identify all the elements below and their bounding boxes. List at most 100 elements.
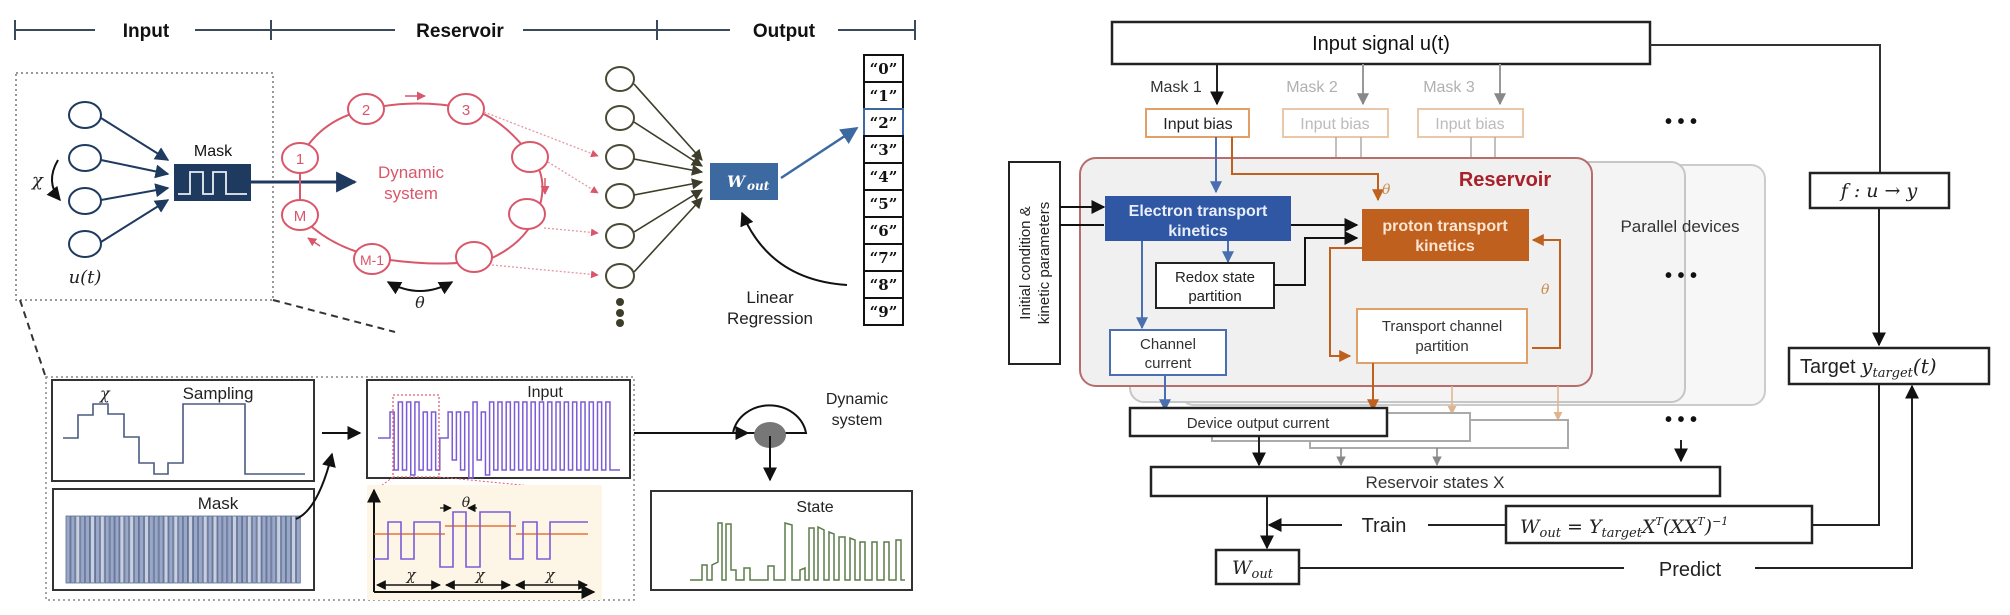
mask-bar-pattern: [65, 515, 301, 584]
readout-to-wout-links: [633, 83, 704, 273]
readout-nodes: [605, 66, 635, 327]
theta-label-top: θ: [1382, 182, 1391, 198]
dynamic-system-detail-1: Dynamic: [826, 391, 888, 408]
ellipsis-dot: [616, 298, 624, 306]
state-panel: [650, 490, 913, 591]
reservoir-title: Reservoir: [1459, 169, 1551, 191]
reservoir-node-2: 2: [347, 93, 385, 125]
ellipsis-dot: [616, 319, 624, 327]
zoom-guide-right: [272, 299, 396, 333]
mask-bar: [65, 515, 71, 584]
class-cell: “8”: [863, 270, 904, 299]
detail-frame: [45, 376, 635, 601]
mask-bar: [104, 515, 110, 584]
mask-bar: [251, 515, 257, 584]
electron-transport-box: [1105, 196, 1291, 241]
bottom-ellipsis: • • •: [1665, 409, 1697, 431]
channel-current-box: [1109, 329, 1227, 376]
svg-text:Electron transport: Electron transport: [1129, 203, 1268, 220]
dynamic-loop-arc: [731, 404, 808, 434]
mask-bar: [276, 515, 282, 584]
mask-bar: [227, 515, 233, 584]
input-frame: [15, 72, 274, 301]
wout-to-class-arrow: [780, 126, 859, 180]
class-label: “3”: [870, 141, 898, 159]
mask-bar: [90, 515, 95, 584]
mask-bar: [85, 515, 90, 584]
svg-text:Transport channel: Transport channel: [1382, 318, 1502, 335]
input-trace: [378, 401, 620, 479]
left-diagram: Input Reservoir Output χ u(t): [14, 20, 916, 601]
reservoir-node-1: 1: [281, 142, 319, 174]
reservoir-node-m: M: [281, 199, 319, 231]
mask-1-label: Mask 1: [1150, 79, 1202, 96]
svg-text:3: 3: [462, 102, 470, 119]
mask-bar: [95, 515, 100, 584]
top-ellipsis: • • •: [1665, 111, 1697, 133]
reservoir-readout-links: [483, 111, 599, 279]
svg-text:M: M: [294, 208, 307, 225]
mask-bar: [281, 515, 287, 584]
parallel-devices-label: Parallel devices: [1620, 217, 1739, 236]
mask-bar: [143, 515, 149, 584]
timeline-chi-2: χ: [474, 566, 485, 584]
mask-bar: [158, 515, 164, 584]
linear-regression-label-1: Linear: [746, 288, 794, 307]
linear-regression-arrow: [740, 211, 848, 286]
class-label: “1”: [870, 87, 898, 105]
reservoir-ring: 1 2 3 M-1 M: [281, 91, 550, 275]
mask-bar: [212, 515, 218, 584]
svg-text:Device output current: Device output current: [1187, 415, 1330, 432]
mask-bar: [261, 515, 267, 584]
mask-square-wave-icon: [178, 171, 247, 195]
class-cell: “7”: [863, 243, 904, 272]
mask-bar: [153, 515, 159, 584]
mask-bar: [207, 515, 213, 584]
w-out-result-label: Wout: [1232, 557, 1274, 582]
mask-bar: [99, 515, 105, 584]
zoom-guide-left: [19, 299, 47, 379]
parallel-ellipsis: • • •: [1665, 265, 1697, 287]
dynamic-node: [754, 422, 786, 448]
input-waveform: [378, 401, 620, 479]
svg-text:kinetics: kinetics: [1168, 223, 1228, 240]
mask-bar: [237, 515, 242, 584]
mask-label: Mask: [194, 143, 233, 160]
formula-box: [1504, 504, 1814, 545]
class-cell: “9”: [863, 297, 904, 326]
u-t-label: u(t): [69, 267, 102, 288]
svg-text:Input bias: Input bias: [1435, 116, 1504, 133]
target-label: Target ytarget(t): [1800, 354, 1937, 381]
reservoir-node-6: [455, 241, 493, 273]
input-panel-title: Input: [527, 384, 563, 401]
class-cell: “1”: [863, 81, 904, 110]
state-title: State: [796, 499, 833, 516]
header-output-label: Output: [753, 21, 816, 42]
class-cell: “3”: [863, 135, 904, 164]
device-output-box: [1128, 406, 1389, 438]
linear-regression-label-2: Regression: [727, 309, 813, 328]
theta-label: θ: [415, 293, 425, 312]
mask-bar: [129, 515, 135, 584]
svg-text:Input bias: Input bias: [1300, 116, 1369, 133]
reservoir-states-box: [1149, 465, 1722, 498]
mask-bar: [197, 515, 203, 584]
theta-double-arrow: [386, 281, 454, 295]
svg-text:kinetics: kinetics: [1415, 238, 1475, 255]
header-input-label: Input: [123, 21, 170, 42]
mask-bar: [119, 515, 125, 584]
reservoir-node-m-1: M-1: [353, 243, 391, 275]
mask-bar: [266, 515, 272, 584]
mask-bar: [75, 515, 81, 584]
mask-bar: [163, 515, 169, 584]
class-cell: “5”: [863, 189, 904, 218]
predict-label: Predict: [1659, 559, 1722, 581]
reservoir-node-3: 3: [447, 93, 485, 125]
train-label: Train: [1362, 515, 1407, 537]
mask-2-label: Mask 2: [1286, 79, 1338, 96]
class-label: “4”: [870, 168, 898, 186]
mask-bar: [124, 515, 130, 584]
dynamic-system-label-2: system: [384, 184, 438, 203]
